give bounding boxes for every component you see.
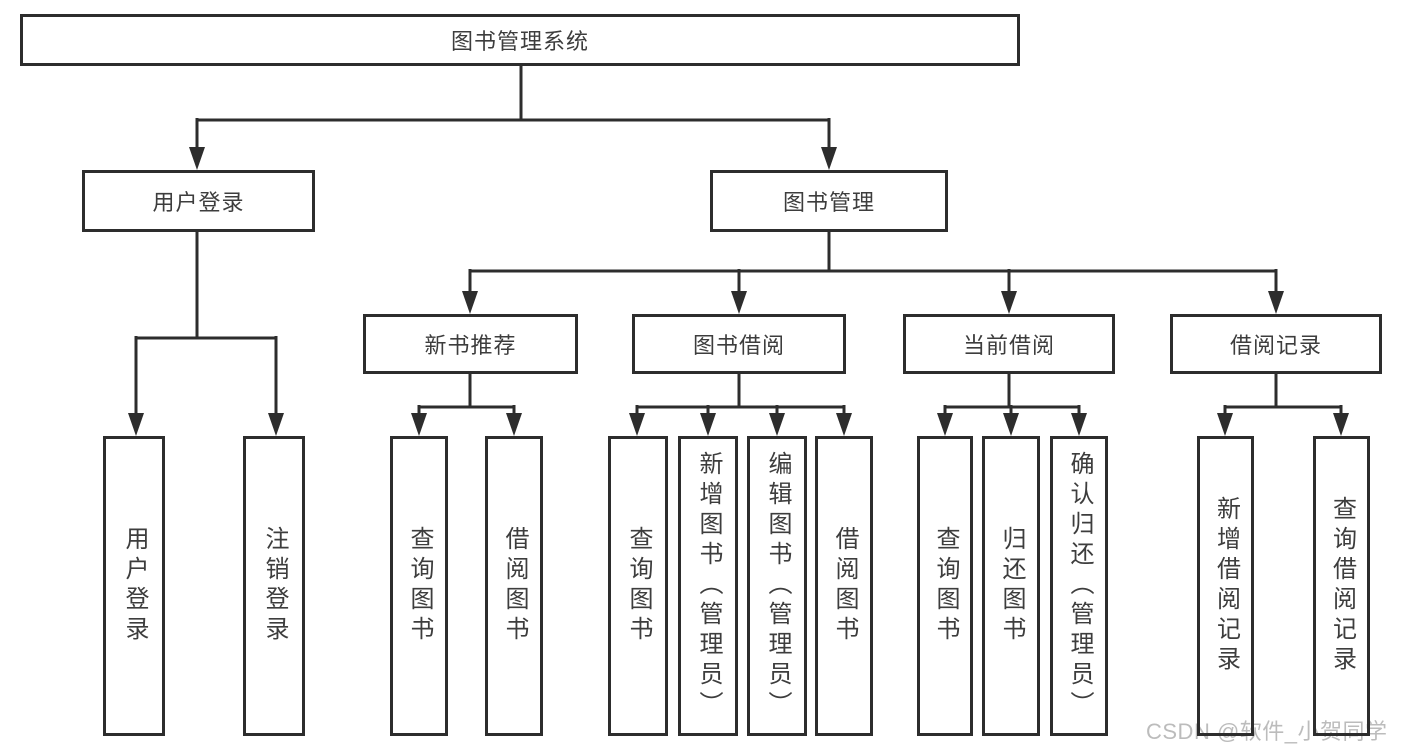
arrow-icon	[821, 147, 837, 170]
arrow-icon	[769, 413, 785, 436]
arrow-icon	[1001, 291, 1017, 314]
arrow-icon	[836, 413, 852, 436]
connector-book-management	[468, 232, 1278, 294]
arrow-icon	[411, 413, 427, 436]
arrow-icon	[1071, 413, 1087, 436]
arrow-icon	[1003, 413, 1019, 436]
node-book-management: 图书管理	[710, 170, 948, 232]
node-user-login: 用户登录	[82, 170, 315, 232]
leaf-query-books-current: 查询图书	[917, 436, 973, 736]
arrow-icon	[731, 291, 747, 314]
connector-user-login	[134, 232, 278, 416]
leaf-query-books-borrowing: 查询图书	[608, 436, 668, 736]
leaf-edit-books-admin: 编辑图书（管理员）	[747, 436, 807, 736]
arrow-icon	[128, 413, 144, 436]
node-borrowing-records: 借阅记录	[1170, 314, 1382, 374]
leaf-query-books-recommend: 查询图书	[390, 436, 448, 736]
arrow-icon	[506, 413, 522, 436]
connector-borrowing	[635, 374, 846, 416]
leaf-query-borrow-record: 查询借阅记录	[1313, 436, 1370, 736]
connector-records	[1223, 374, 1343, 416]
leaf-borrow-books-recommend: 借阅图书	[485, 436, 543, 736]
arrow-icon	[937, 413, 953, 436]
leaf-logout: 注销登录	[243, 436, 305, 736]
arrow-icon	[629, 413, 645, 436]
connector-new-book	[417, 374, 516, 416]
node-current-borrowing: 当前借阅	[903, 314, 1115, 374]
leaf-add-books-admin: 新增图书（管理员）	[678, 436, 738, 736]
node-library-management-system: 图书管理系统	[20, 14, 1020, 66]
arrow-icon	[700, 413, 716, 436]
connector-current	[943, 374, 1081, 416]
leaf-user-login: 用户登录	[103, 436, 165, 736]
leaf-borrow-books: 借阅图书	[815, 436, 873, 736]
arrow-icon	[1217, 413, 1233, 436]
arrow-icon	[1268, 291, 1284, 314]
leaf-confirm-return-admin: 确认归还（管理员）	[1050, 436, 1108, 736]
arrow-icon	[268, 413, 284, 436]
arrow-icon	[1333, 413, 1349, 436]
leaf-return-books: 归还图书	[982, 436, 1040, 736]
arrow-icon	[462, 291, 478, 314]
arrow-icon	[189, 147, 205, 170]
leaf-add-borrow-record: 新增借阅记录	[1197, 436, 1254, 736]
connector-root	[195, 66, 831, 150]
node-new-book-recommendation: 新书推荐	[363, 314, 578, 374]
node-book-borrowing: 图书借阅	[632, 314, 846, 374]
